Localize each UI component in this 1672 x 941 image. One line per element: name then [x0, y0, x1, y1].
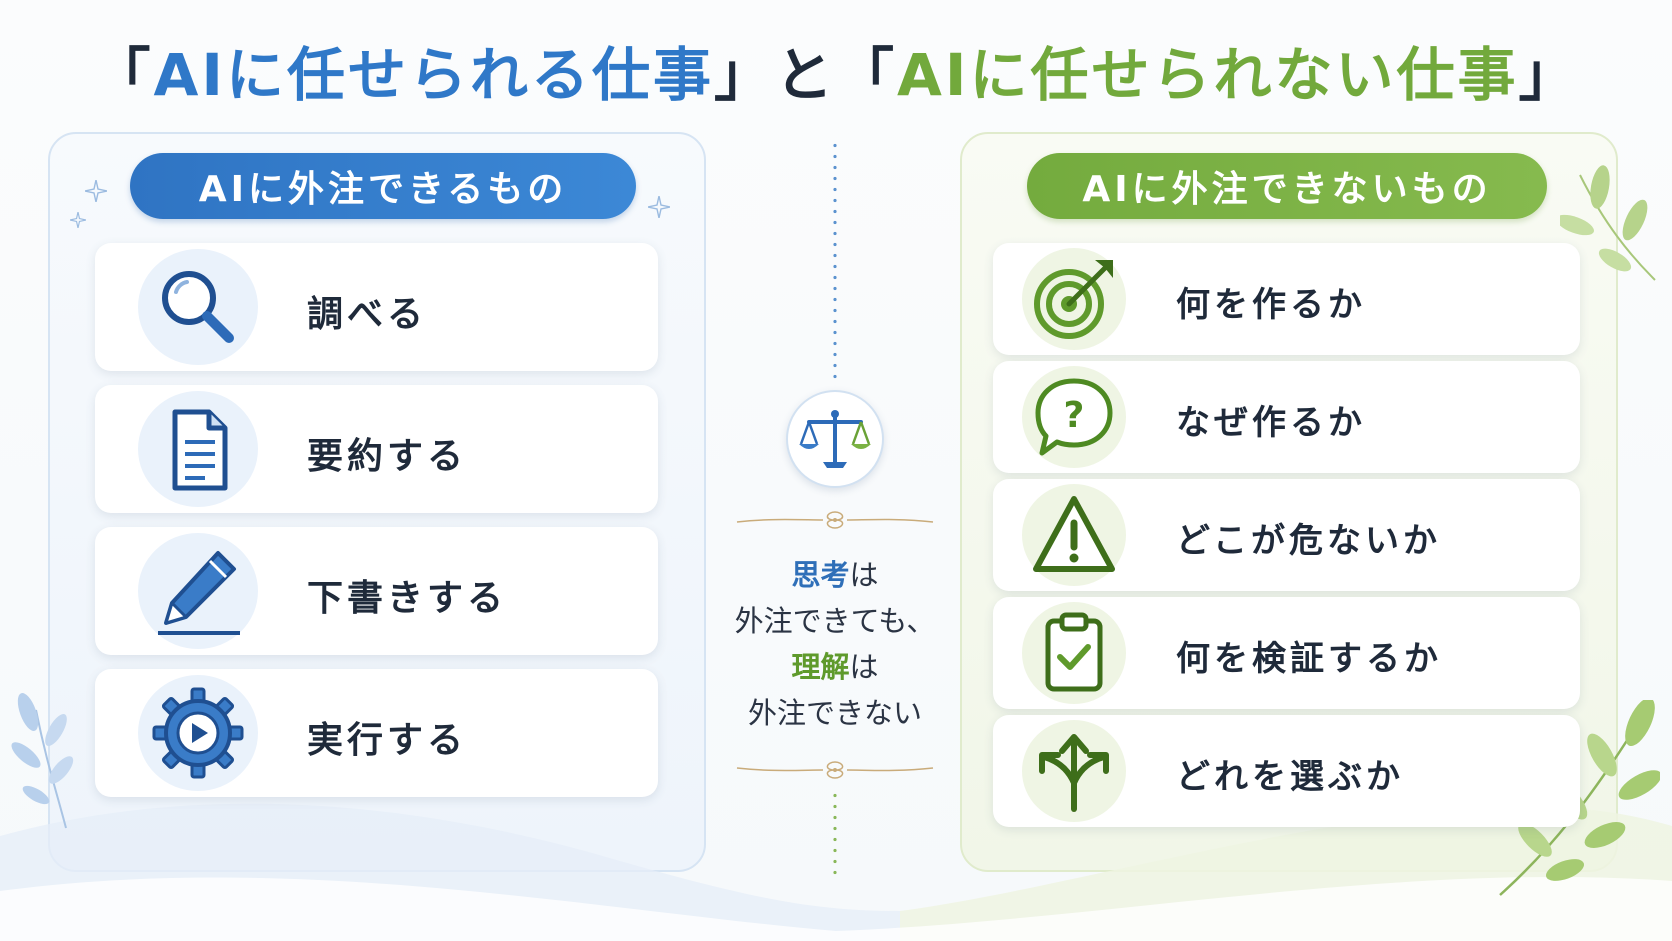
center-emphasis-understanding: 理解: [791, 650, 850, 684]
ornament-divider-bottom: [736, 761, 934, 779]
sparkle-icon: [648, 196, 670, 218]
clipboard-check-icon: [1045, 612, 1103, 692]
item-label: 実行する: [307, 720, 468, 761]
center-text: 外注できても、: [734, 604, 936, 638]
center-emphasis-thinking: 思考: [791, 558, 850, 592]
ornament-divider-top: [736, 511, 934, 529]
list-item: どこが危ないか: [993, 479, 1580, 591]
right-heading: AIに外注できないもの: [1027, 153, 1547, 219]
list-item: 何を検証するか: [993, 597, 1580, 709]
item-label: 要約する: [307, 436, 468, 477]
svg-text:?: ?: [1064, 395, 1085, 436]
item-label: どれを選ぶか: [1176, 757, 1404, 797]
list-item: 実行する: [95, 669, 658, 797]
title-ok-text: AIに任せられる仕事: [153, 41, 714, 109]
title-bracket-close: 」: [1518, 41, 1580, 109]
title-bracket-open: 「: [836, 41, 898, 109]
item-label: 下書きする: [307, 578, 508, 619]
center-text: 外注できない: [747, 696, 922, 730]
branch-arrows-icon: [1039, 734, 1109, 812]
scale-badge: [786, 390, 884, 488]
list-item: 何を作るか: [993, 243, 1580, 355]
background-wave: [0, 803, 1672, 941]
title-bracket-close: 」: [713, 41, 775, 109]
sparkle-icon: [70, 212, 86, 228]
warning-icon: [1033, 496, 1115, 572]
leaf-branch-icon: [11, 693, 74, 829]
magnifier-icon: [162, 271, 234, 343]
item-label: 調べる: [307, 294, 428, 335]
divider-dots-top: [833, 140, 837, 380]
item-label: なぜ作るか: [1176, 403, 1366, 443]
center-text: は: [849, 558, 879, 592]
title-and: と: [774, 41, 836, 109]
list-item: どれを選ぶか: [993, 715, 1580, 827]
list-item: ? なぜ作るか: [993, 361, 1580, 473]
leaf-branch-icon: [1560, 165, 1656, 281]
question-bubble-icon: ?: [1035, 378, 1113, 456]
sparkle-icon: [85, 180, 107, 202]
item-label: どこが危ないか: [1176, 521, 1441, 561]
center-text: は: [849, 650, 879, 684]
center-message: 思考は 外注できても、 理解は 外注できない: [725, 552, 945, 736]
target-icon: [1034, 260, 1113, 339]
divider-dots-bottom: [833, 790, 837, 880]
left-heading: AIに外注できるもの: [130, 153, 636, 219]
item-label: 何を検証するか: [1176, 639, 1442, 679]
balance-scale-icon: [799, 410, 871, 468]
list-item: 要約する: [95, 385, 658, 513]
page-title: 「AIに任せられる仕事」と「AIに任せられない仕事」: [0, 28, 1672, 112]
item-label: 何を作るか: [1176, 285, 1366, 325]
document-icon: [172, 409, 228, 491]
list-item: 下書きする: [95, 527, 658, 655]
title-bracket-open: 「: [92, 41, 154, 109]
gear-play-icon: [152, 687, 244, 779]
title-ng-text: AIに任せられない仕事: [897, 41, 1519, 109]
list-item: 調べる: [95, 243, 658, 371]
pencil-icon: [158, 551, 240, 635]
